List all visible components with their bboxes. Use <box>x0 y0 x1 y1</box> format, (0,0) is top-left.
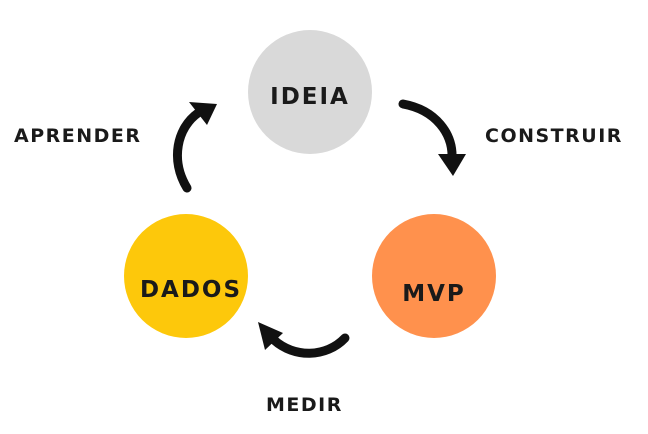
node-label-mvp: MVP <box>402 281 466 307</box>
arrow-aprender <box>172 102 217 193</box>
node-ideia: IDEIA <box>248 30 372 154</box>
step-label-medir: MEDIR <box>266 394 343 416</box>
node-label-ideia: IDEIA <box>270 84 350 110</box>
step-label-aprender: APRENDER <box>14 125 142 147</box>
arrow-construir <box>398 99 466 176</box>
arrow-medir <box>258 322 350 358</box>
node-label-dados: DADOS <box>139 277 243 303</box>
node-mvp: MVP <box>372 214 496 338</box>
node-dados: DADOS <box>124 214 248 338</box>
step-label-construir: CONSTRUIR <box>485 125 623 147</box>
